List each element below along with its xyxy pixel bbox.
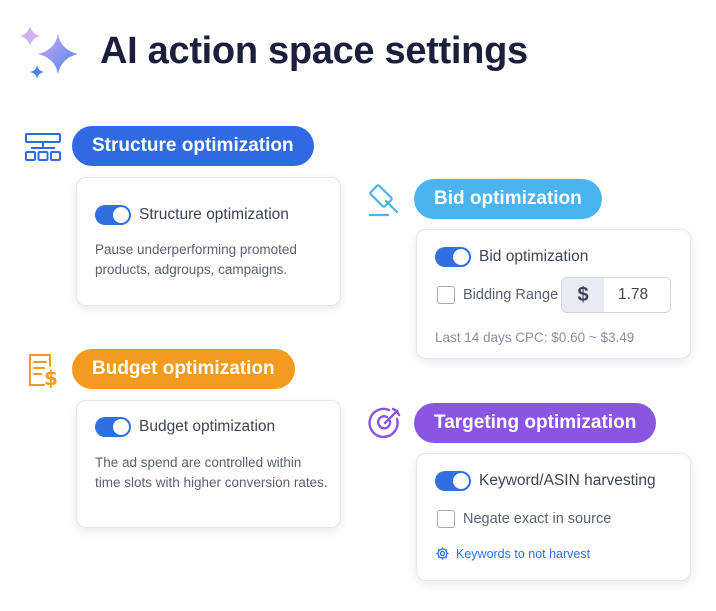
structure-optimization-toggle[interactable] <box>95 205 131 225</box>
bid-optimization-card: Bid optimization Bidding Range $ Last 14… <box>416 229 691 359</box>
bid-optimization-pill: Bid optimization <box>414 179 602 219</box>
sitemap-icon <box>25 133 61 161</box>
budget-list-icon: $ <box>29 354 58 388</box>
keyword-harvesting-label: Keyword/ASIN harvesting <box>479 472 656 489</box>
bid-toggle-label: Bid optimization <box>479 248 589 265</box>
budget-description: The ad spend are controlled within time … <box>95 455 328 490</box>
gavel-icon <box>368 184 399 217</box>
structure-optimization-card: Structure optimization Pause underperfor… <box>76 177 341 306</box>
svg-text:$: $ <box>44 366 58 388</box>
gear-icon <box>436 547 449 560</box>
negate-exact-checkbox[interactable] <box>437 510 455 528</box>
structure-optimization-pill: Structure optimization <box>72 126 314 166</box>
bid-value-input[interactable] <box>604 278 670 312</box>
budget-optimization-card: Budget optimization The ad spend are con… <box>76 400 341 528</box>
budget-toggle-label: Budget optimization <box>139 418 276 435</box>
target-icon <box>368 407 401 439</box>
page-title: AI action space settings <box>100 30 528 72</box>
keyword-harvesting-toggle[interactable] <box>435 471 471 491</box>
bid-price-group: $ <box>561 277 671 313</box>
targeting-optimization-card: Keyword/ASIN harvesting Negate exact in … <box>416 453 691 581</box>
cpc-note: Last 14 days CPC: $0.60 ~ $3.49 <box>435 330 635 345</box>
targeting-optimization-pill: Targeting optimization <box>414 403 657 443</box>
keywords-not-harvest-link[interactable]: Keywords to not harvest <box>435 546 590 561</box>
bid-optimization-toggle[interactable] <box>435 247 471 267</box>
budget-optimization-toggle[interactable] <box>95 417 131 437</box>
bidding-range-label: Bidding Range <box>463 287 559 303</box>
budget-optimization-pill: Budget optimization <box>72 349 295 389</box>
structure-description: Pause underperforming promoted products,… <box>95 242 297 277</box>
bidding-range-checkbox[interactable] <box>437 286 455 304</box>
sparkle-icon <box>20 26 78 79</box>
negate-exact-label: Negate exact in source <box>463 511 612 527</box>
keywords-not-harvest-label: Keywords to not harvest <box>456 546 591 561</box>
dollar-icon: $ <box>562 278 604 312</box>
structure-toggle-label: Structure optimization <box>139 206 289 223</box>
